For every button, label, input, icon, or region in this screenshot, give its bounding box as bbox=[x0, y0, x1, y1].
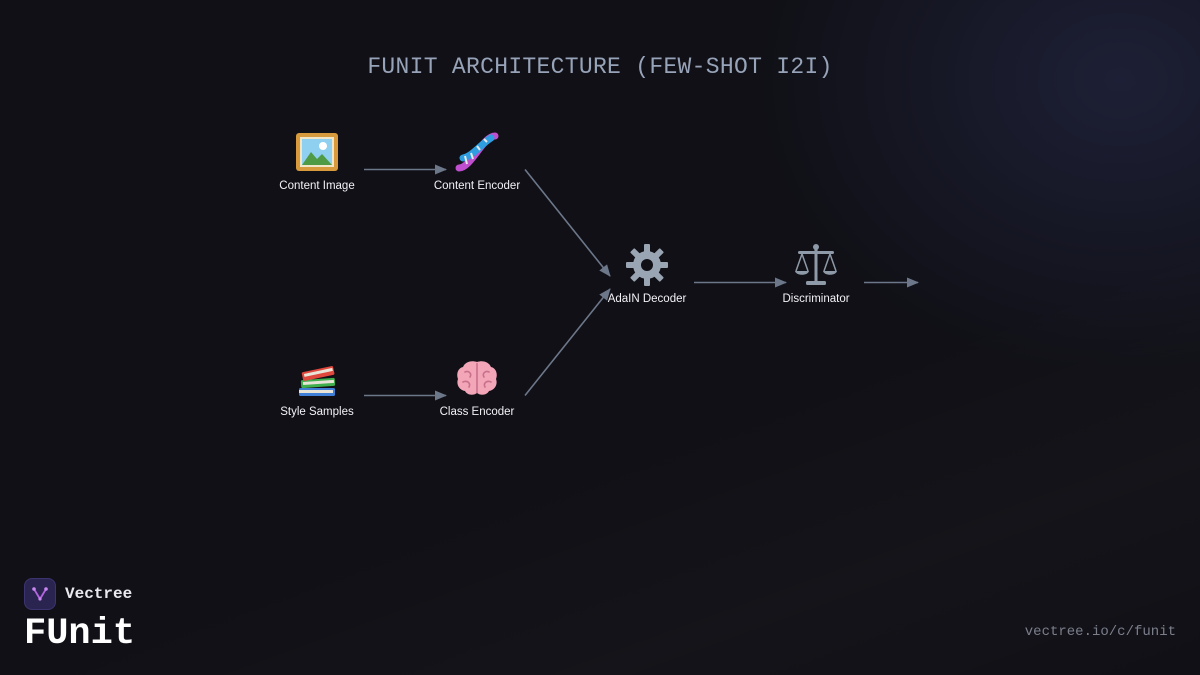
gear-icon bbox=[626, 244, 668, 286]
node-style-samples: Style Samples bbox=[252, 354, 382, 418]
node-label: Discriminator bbox=[782, 293, 850, 305]
node-adain-decoder: AdaIN Decoder bbox=[582, 241, 712, 305]
source-url[interactable]: vectree.io/c/funit bbox=[1024, 624, 1176, 640]
node-discriminator: Discriminator bbox=[751, 241, 881, 305]
node-label: Content Image bbox=[279, 180, 355, 192]
diagram-title: FUNIT ARCHITECTURE (FEW-SHOT I2I) bbox=[367, 54, 833, 80]
node-class-encoder: Class Encoder bbox=[412, 354, 542, 418]
edge-class-encoder-to-adain-decoder bbox=[524, 288, 611, 396]
dna-icon bbox=[455, 132, 499, 172]
node-label: Style Samples bbox=[280, 406, 354, 418]
books-icon bbox=[299, 366, 336, 396]
brain-icon bbox=[457, 361, 497, 395]
vectree-logo-icon bbox=[24, 578, 56, 610]
node-label: AdaIN Decoder bbox=[607, 293, 687, 305]
node-label: Content Encoder bbox=[433, 180, 521, 192]
node-content-image: Content Image bbox=[252, 128, 382, 192]
product-name: FUnit bbox=[24, 613, 136, 655]
brand-block: Vectree FUnit bbox=[24, 577, 135, 655]
brand-name: Vectree bbox=[65, 585, 133, 603]
node-content-encoder: Content Encoder bbox=[412, 128, 542, 192]
framed-picture-icon bbox=[296, 133, 338, 171]
edge-content-encoder-to-adain-decoder bbox=[524, 169, 611, 277]
node-label: Class Encoder bbox=[439, 406, 515, 418]
balance-scale-icon bbox=[795, 244, 837, 285]
